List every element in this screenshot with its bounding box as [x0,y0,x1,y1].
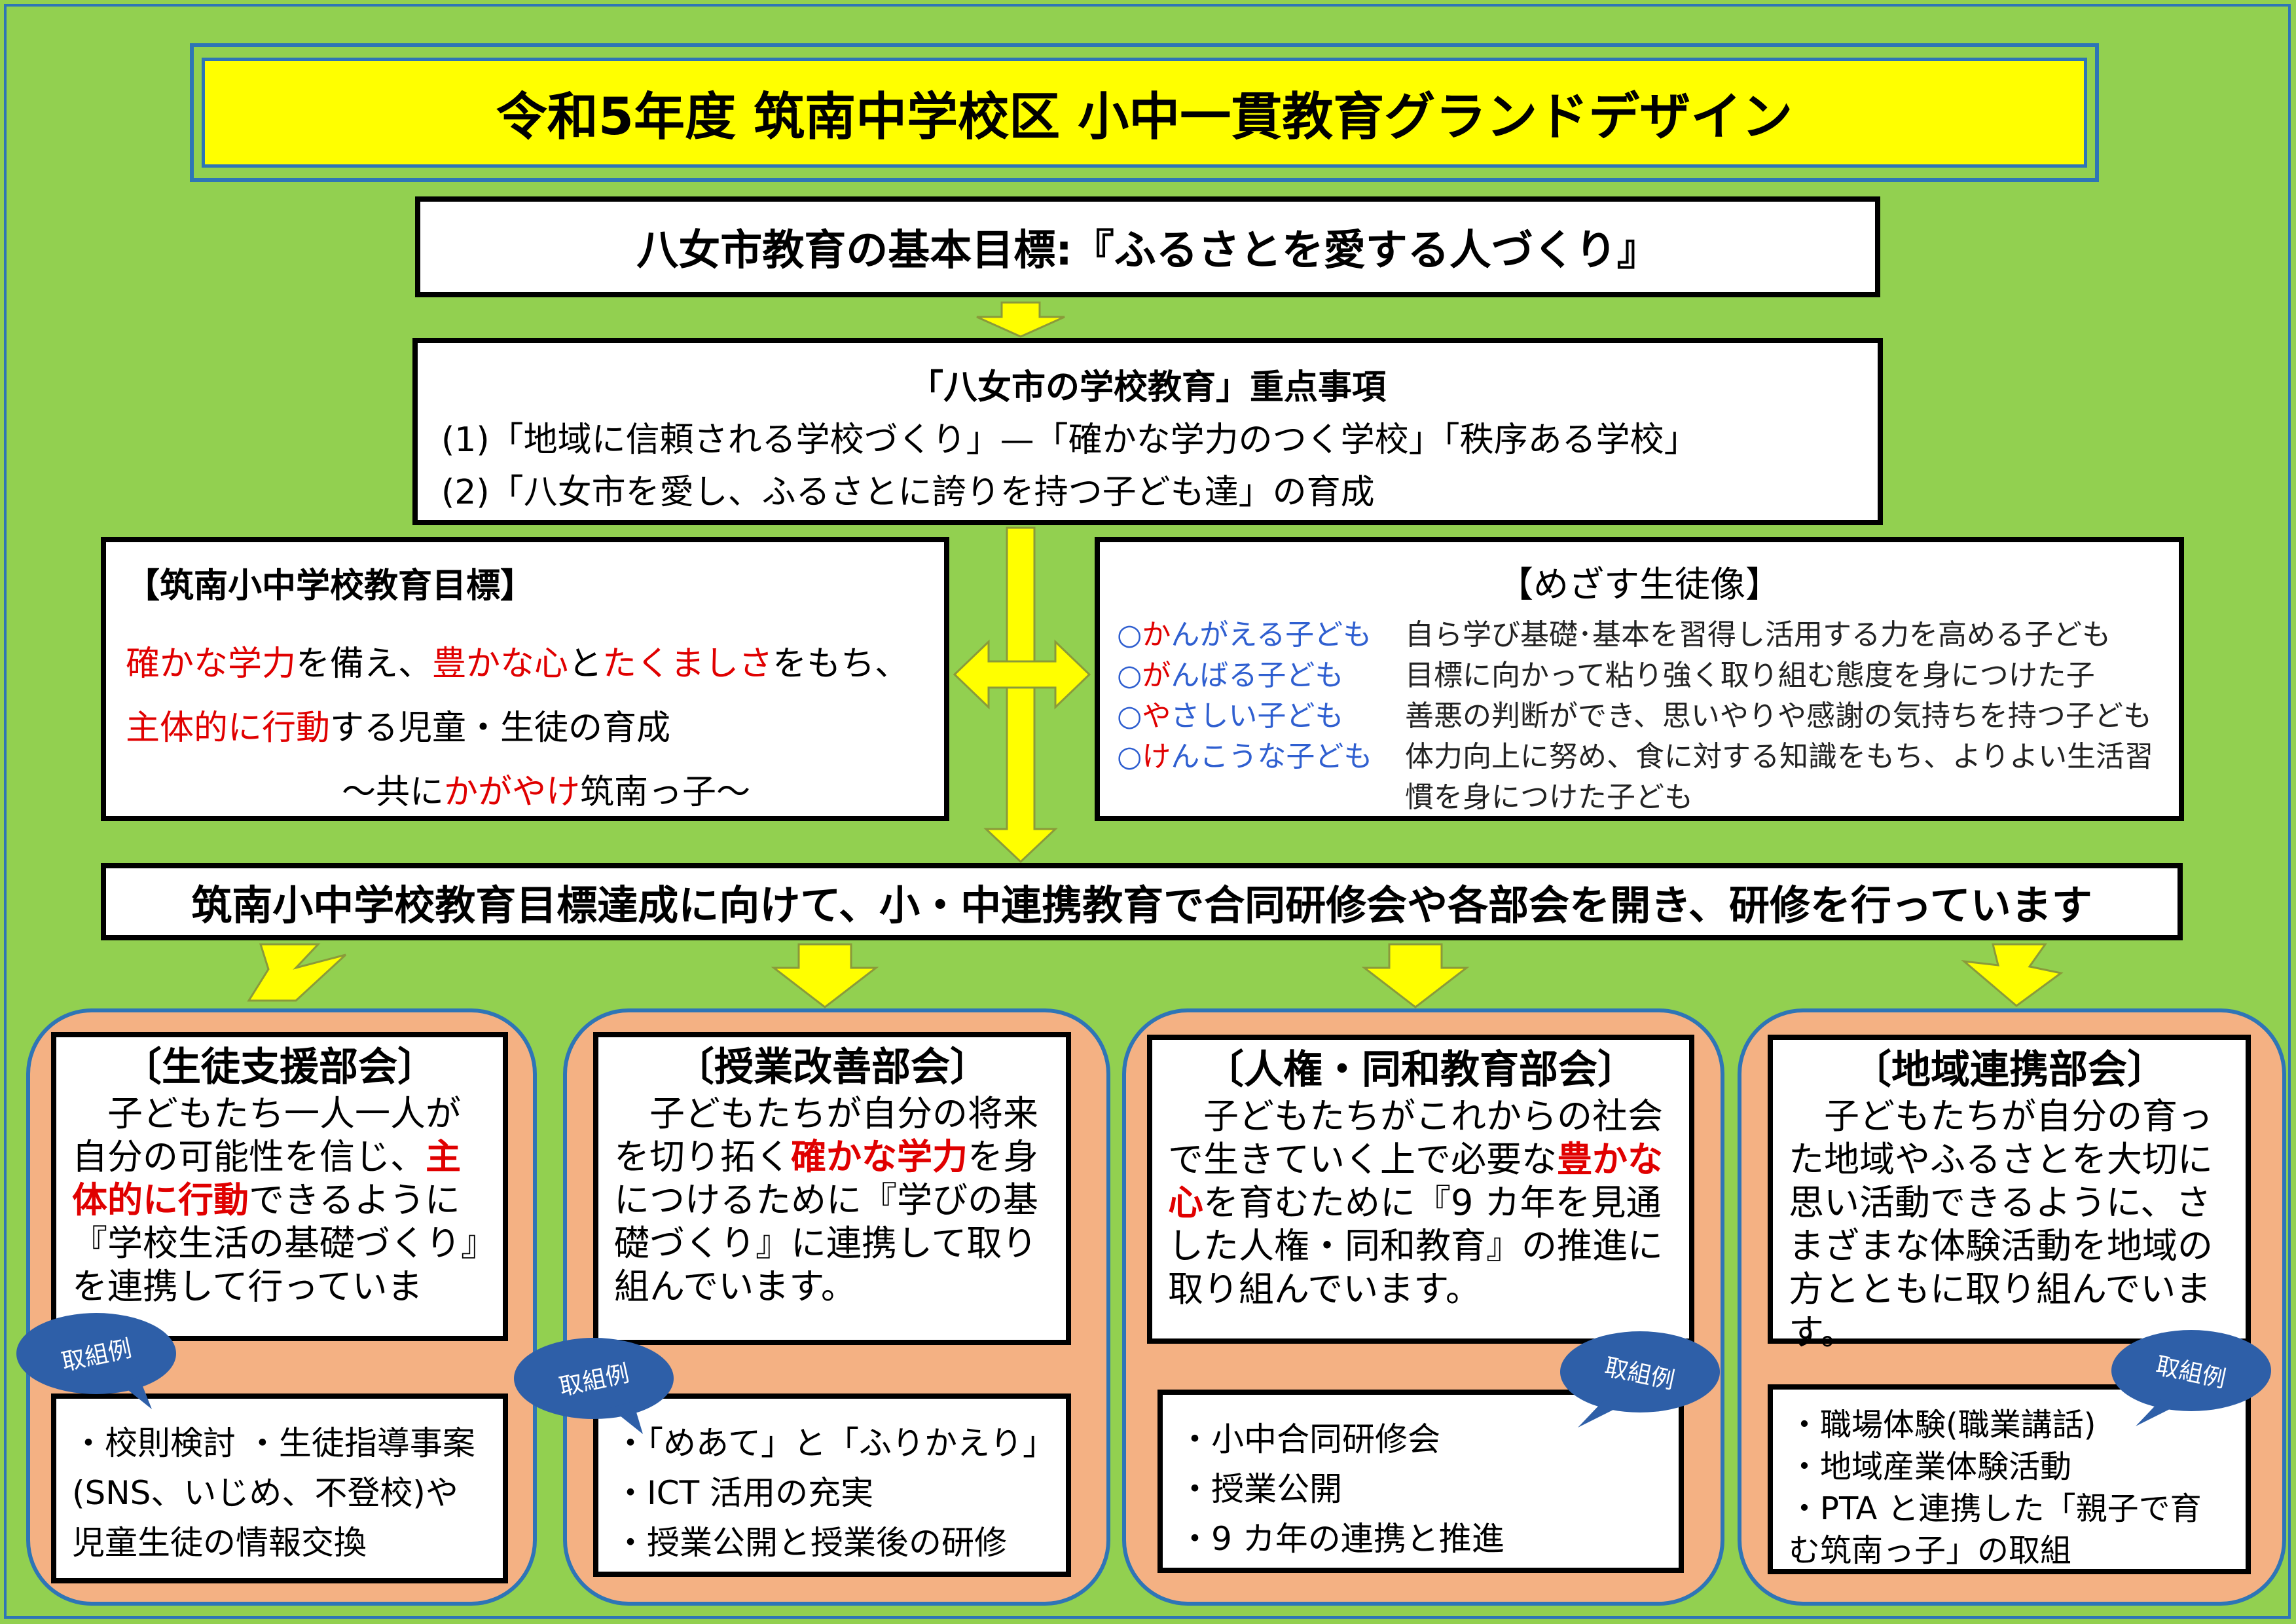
school-goal-text: 確かな学力 [126,644,297,684]
speech-bubble-icon [514,1338,674,1434]
speech-bubble-icon [1560,1331,1720,1428]
school-goal-text: をもち、 [773,644,909,684]
dept-description: 〔生徒支援部会〕 子どもたち一人一人が自分の可能性を信じ、主体的に行動できるよう… [51,1032,508,1350]
speech-bubble-icon [2111,1330,2271,1426]
school-goal-text: 豊かな心 [432,644,569,684]
example-item: ・授業公開 [1178,1470,1342,1508]
school-goal-text: たくましさ [602,644,773,684]
priority-box: 「八女市の学校教育」重点事項 (1)「地域に信頼される学校づくり」—「確かな学力… [412,338,1883,525]
basic-goal-box: 八女市教育の基本目標:『ふるさとを愛する人づくり』 [415,196,1880,297]
page-title: 令和5年度 筑南中学校区 小中一貫教育グランドデザイン [202,58,2087,168]
dept-description: 〔授業改善部会〕 子どもたちが自分の将来を切り拓く確かな学力を身につけるために『… [593,1032,1071,1345]
arrow-left-right [953,639,1091,710]
cooperation-banner: 筑南小中学校教育目標達成に向けて、小・中連携教育で合同研修会や各部会を開き、研修… [101,863,2183,940]
example-item: ・校則検討 ・生徒指導事案(SNS、いじめ、不登校)や児童生徒の情報交換 [72,1424,475,1562]
dept-description: 〔地域連携部会〕 子どもたちが自分の育った地域やふるさとを大切に思い活動できるよ… [1768,1035,2251,1353]
outer-frame [4,4,2291,1619]
priority-heading: 「八女市の学校教育」重点事項 [909,368,1386,407]
school-goal-box: 【筑南小中学校教育目標】 確かな学力を備え、豊かな心とたくましさをもち、 主体的… [101,537,949,821]
dept-description: 〔人権・同和教育部会〕 子どもたちがこれからの社会で生きていく上で必要な豊かな心… [1147,1035,1694,1344]
ideal-desc: 善悪の判断ができ、思いやりや感謝の気持ちを持つ子ども [1405,699,2152,733]
ideal-key: ○かんがえる子ども [1117,618,1372,652]
ideal-key: ○やさしい子ども [1117,699,1344,733]
example-item: ・PTA と連携した「親子で育む筑南っ子」の取組 [1789,1490,2202,1569]
priority-item-2: (2)「八女市を愛し、ふるさとに誇りを持つ子ども達」の育成 [441,473,1375,512]
example-bubble: 取組例 [512,1336,676,1434]
school-goal-heading: 【筑南小中学校教育目標】 [126,566,535,606]
ideal-row: ○かんがえる子ども 自ら学び基礎･基本を習得し活用する力を高める子ども [1117,615,2162,655]
dept-name: 〔授業改善部会〕 [675,1044,989,1090]
ideal-desc: 体力向上に努め、食に対する知識をもち、よりよい生活習 [1405,740,2154,773]
school-goal-text: 筑南っ子〜 [580,773,751,812]
example-item: ・小中合同研修会 [1178,1420,1440,1458]
school-goal-line-2: 主体的に行動する児童・生徒の育成 [126,696,924,760]
dept-examples: ・校則検討 ・生徒指導事案(SNS、いじめ、不登校)や児童生徒の情報交換 [51,1393,508,1583]
ideal-row-continued: 慣を身につけた子ども [1117,777,2162,818]
school-goal-text: かがやけ [444,773,581,812]
example-item: ・授業公開と授業後の研修 [614,1524,1007,1562]
school-goal-text: を備え、 [296,644,433,684]
ideal-student-box: 【めざす生徒像】 ○かんがえる子ども 自ら学び基礎･基本を習得し活用する力を高め… [1095,537,2184,821]
ideal-row: ○やさしい子ども 善悪の判断ができ、思いやりや感謝の気持ちを持つ子ども [1117,696,2162,737]
priority-item-1: (1)「地域に信頼される学校づくり」—「確かな学力のつく学校」「秩序ある学校」 [441,420,1698,460]
example-bubble: 取組例 [1558,1329,1722,1428]
school-goal-text: 主体的に行動 [126,709,331,748]
dept-name: 〔地域連携部会〕 [1852,1047,2166,1093]
ideal-row: ○がんばる子ども 目標に向かって粘り強く取り組む態度を身につけた子 [1117,655,2162,696]
school-goal-text: する児童・生徒の育成 [330,709,671,748]
dept-name: 〔生徒支援部会〕 [122,1044,437,1090]
dept-examples: ・職場体験(職業講話) ・地域産業体験活動 ・PTA と連携した「親子で育む筑南… [1768,1384,2251,1574]
arrow-to-dept-3 [1361,943,1470,1008]
dept-name: 〔人権・同和教育部会〕 [1205,1047,1637,1093]
example-item: ・職場体験(職業講話) [1789,1407,2096,1443]
arrow-down-main [983,526,1058,864]
example-item: ・ICT 活用の充実 [614,1474,874,1512]
arrow-down-goal [976,301,1065,338]
dept-examples: ・小中合同研修会 ・授業公開 ・9 カ年の連携と推進 [1157,1390,1684,1573]
example-item: ・9 カ年の連携と推進 [1178,1520,1504,1558]
example-bubble: 取組例 [14,1311,178,1409]
dept-text: 子どもたちが自分の育った地域やふるさとを大切に思い活動できるように、さまざまな体… [1789,1096,2213,1353]
example-item: ・地域産業体験活動 [1789,1449,2072,1485]
speech-bubble-icon [16,1313,176,1409]
dept-text: 子どもたちが自分の将来を切り拓く確かな学力を身につけるために『学びの基礎づくり』… [614,1093,1038,1307]
ideal-heading: 【めざす生徒像】 [1498,564,1781,605]
dept-text: 子どもたちがこれからの社会で生きていく上で必要な豊かな心を育むために『9 カ年を… [1168,1096,1663,1310]
ideal-desc: 目標に向かって粘り強く取り組む態度を身につけた子 [1405,659,2095,692]
ideal-key: ○がんばる子ども [1117,659,1344,692]
dept-examples: ・「めあて」と「ふりかえり」 ・ICT 活用の充実 ・授業公開と授業後の研修 [593,1393,1071,1577]
school-goal-text: 〜共に [342,773,445,812]
ideal-desc: 慣を身につけた子ども [1405,781,1693,814]
example-bubble: 取組例 [2109,1328,2273,1426]
arrow-to-dept-2 [771,943,879,1008]
ideal-row: ○けんこうな子ども 体力向上に努め、食に対する知識をもち、よりよい生活習 [1117,737,2162,777]
school-goal-motto: 〜共にかがやけ筑南っ子〜 [126,760,924,824]
ideal-desc: 自ら学び基礎･基本を習得し活用する力を高める子ども [1405,618,2111,652]
arrow-to-dept-4 [1961,943,2064,1007]
ideal-key: ○けんこうな子ども [1117,740,1373,773]
example-item: ・「めあて」と「ふりかえり」 [614,1424,1055,1462]
school-goal-line-1: 確かな学力を備え、豊かな心とたくましさをもち、 [126,632,924,696]
school-goal-text: と [568,644,603,684]
arrow-to-dept-1 [247,943,347,1002]
